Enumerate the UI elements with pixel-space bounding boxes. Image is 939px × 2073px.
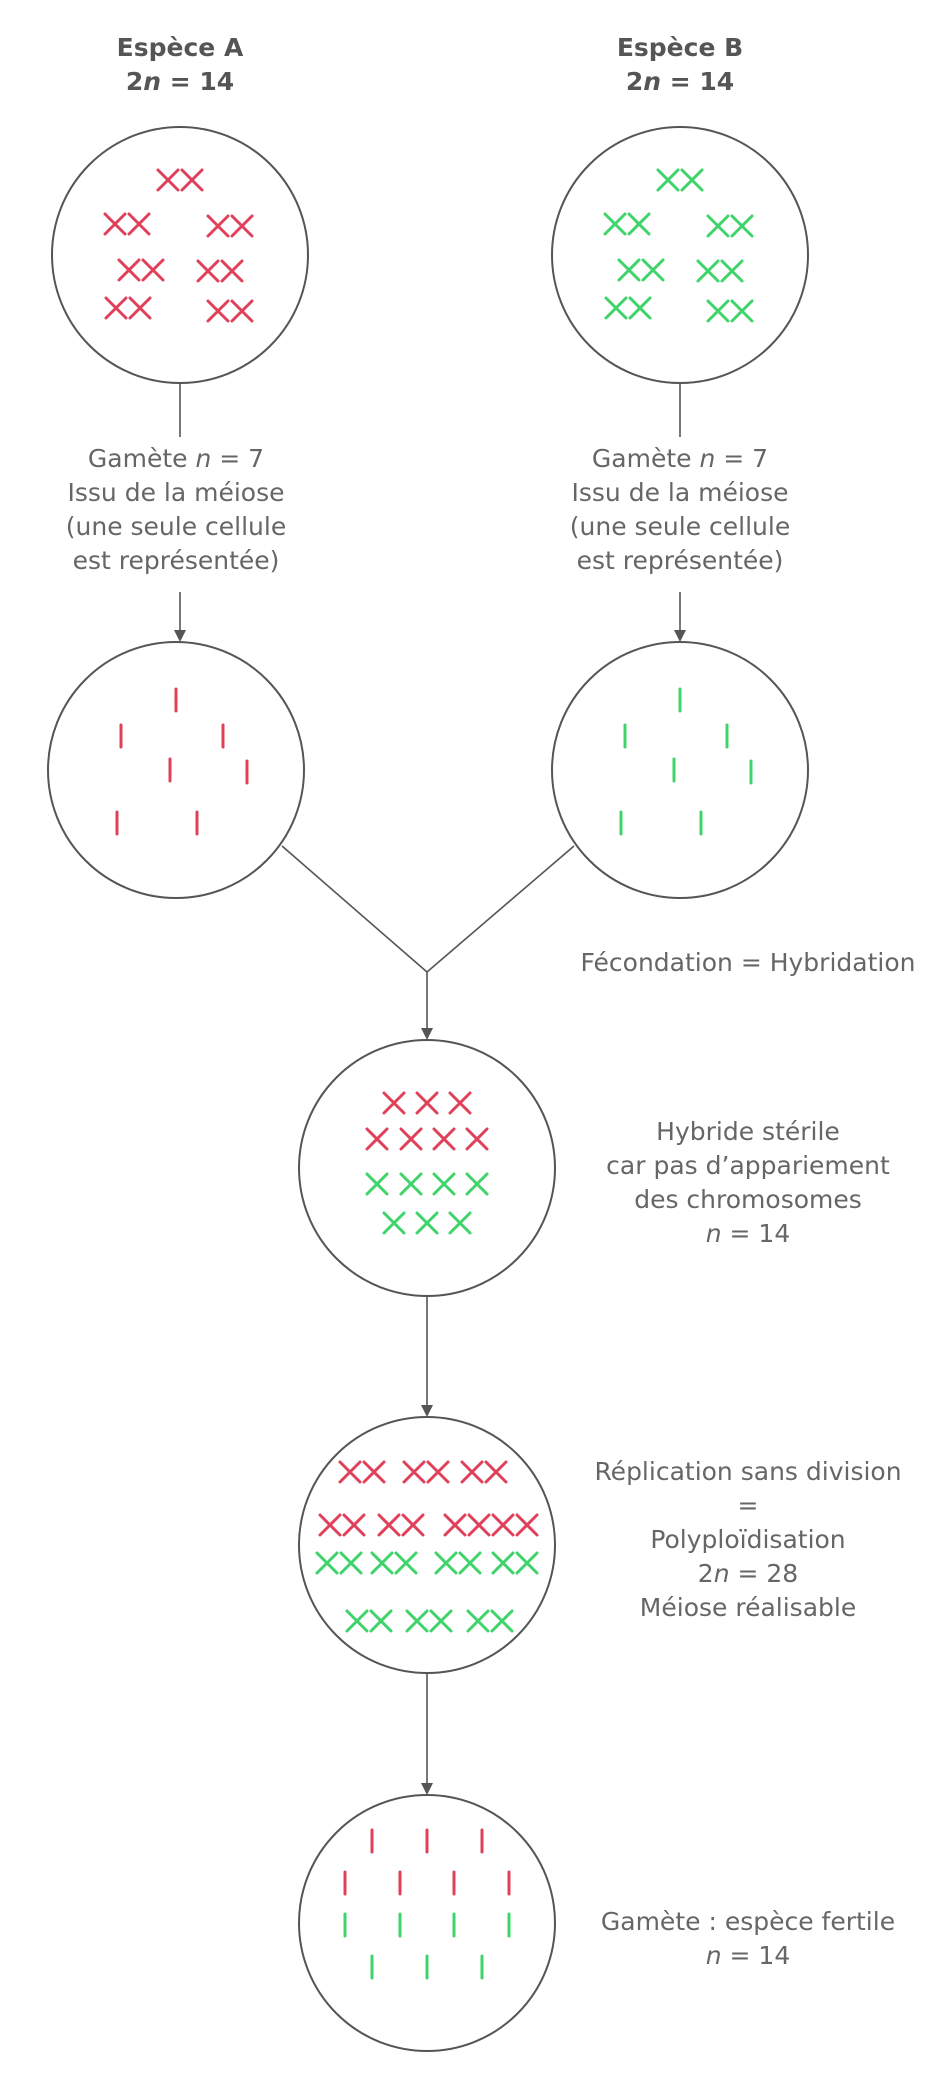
chromosome-pair [706, 299, 754, 323]
svg-text:(une seule cellule: (une seule cellule [570, 512, 790, 541]
chromosomes-species-a [103, 168, 254, 323]
chromosomes-polyploid [315, 1460, 539, 1633]
svg-text:n = 14: n = 14 [706, 1219, 791, 1248]
svg-text:2n = 28: 2n = 28 [698, 1559, 798, 1588]
chromosome-pair [377, 1513, 425, 1537]
chromosome-single [448, 1211, 472, 1235]
svg-text:Méiose réalisable: Méiose réalisable [640, 1593, 856, 1622]
hybride-label: Hybride stérile car pas d’appariement de… [606, 1117, 890, 1248]
svg-text:Gamète : espèce fertile: Gamète : espèce fertile [601, 1907, 895, 1936]
chromosome-pair [206, 299, 254, 323]
chromosome-pair [345, 1609, 393, 1633]
cell-gamete-b [551, 641, 809, 899]
chromosome-pair [434, 1551, 482, 1575]
svg-text:Issu de la méiose: Issu de la méiose [67, 478, 284, 507]
chromosome-pair [466, 1609, 514, 1633]
svg-text:Gamète n = 7: Gamète n = 7 [592, 444, 768, 473]
gamete-b-label: Gamète n = 7 Issu de la méiose (une seul… [570, 444, 790, 575]
chromosome-pair [443, 1513, 491, 1537]
chromosome-pair [405, 1609, 453, 1633]
chromosome-single [465, 1127, 489, 1151]
chromosome-pair [460, 1460, 508, 1484]
species-a-chromosome-count: 2n = 14 [126, 67, 234, 96]
chromosome-pair [370, 1551, 418, 1575]
chromosome-single [415, 1091, 439, 1115]
chromosome-single [399, 1127, 423, 1151]
chromosome-pair [656, 168, 704, 192]
chromosome-pair [206, 214, 254, 238]
chromosome-pair [491, 1551, 539, 1575]
chromosome-pair [402, 1460, 450, 1484]
chromosome-pair [603, 212, 651, 236]
chromosome-pair [696, 259, 744, 283]
species-b-heading: Espèce B 2n = 14 [617, 33, 743, 96]
svg-text:car pas d’appariement: car pas d’appariement [606, 1151, 890, 1180]
cell-species-a [51, 126, 309, 384]
svg-text:Réplication sans division: Réplication sans division [594, 1457, 901, 1486]
chromosomes-gamete-fertile [343, 1828, 511, 1980]
chromosomes-gamete-b [619, 687, 753, 836]
chromosome-pair [156, 168, 204, 192]
svg-text:Hybride stérile: Hybride stérile [656, 1117, 840, 1146]
gamete-fertile-label: Gamète : espèce fertile n = 14 [601, 1907, 895, 1970]
chromosomes-species-b [603, 168, 754, 323]
connector-gamete-a-merge [281, 845, 428, 973]
svg-text:est représentée): est représentée) [577, 546, 784, 575]
chromosome-pair [706, 214, 754, 238]
chromosome-pair [196, 259, 244, 283]
cell-gamete-a [47, 641, 305, 899]
connector-gamete-b-merge [426, 845, 575, 973]
chromosome-single [465, 1172, 489, 1196]
arrow-head-gamete-fertile [421, 1783, 433, 1795]
chromosome-single [399, 1172, 423, 1196]
cell-hybride [298, 1039, 556, 1297]
chromosome-single [365, 1127, 389, 1151]
fecondation-label: Fécondation = Hybridation [581, 948, 916, 977]
chromosomes-hybride [365, 1091, 489, 1235]
chromosome-single [432, 1127, 456, 1151]
chromosome-single [432, 1172, 456, 1196]
svg-text:Polyploïdisation: Polyploïdisation [650, 1525, 845, 1554]
chromosome-single [448, 1091, 472, 1115]
chromosome-pair [117, 258, 165, 282]
chromosome-pair [315, 1551, 363, 1575]
chromosome-pair [617, 258, 665, 282]
svg-text:Gamète n = 7: Gamète n = 7 [88, 444, 264, 473]
svg-text:Issu de la méiose: Issu de la méiose [571, 478, 788, 507]
chromosome-pair [338, 1460, 386, 1484]
chromosome-single [382, 1091, 406, 1115]
chromosome-single [365, 1172, 389, 1196]
species-b-chromosome-count: 2n = 14 [626, 67, 734, 96]
chromosomes-gamete-a [115, 687, 249, 836]
cell-polyploid [298, 1416, 556, 1674]
chromosome-pair [604, 296, 652, 320]
svg-text:est représentée): est représentée) [73, 546, 280, 575]
svg-text:(une seule cellule: (une seule cellule [66, 512, 286, 541]
svg-text:n = 14: n = 14 [706, 1941, 791, 1970]
species-b-title: Espèce B [617, 33, 743, 62]
chromosome-single [382, 1211, 406, 1235]
chromosome-single [415, 1211, 439, 1235]
arrow-head-a [174, 630, 186, 642]
cell-species-b [551, 126, 809, 384]
svg-text:=: = [738, 1491, 759, 1520]
arrow-head-hybride [421, 1028, 433, 1040]
chromosome-pair [104, 296, 152, 320]
chromosome-pair [318, 1513, 366, 1537]
species-a-heading: Espèce A 2n = 14 [117, 33, 244, 96]
replication-label: Réplication sans division = Polyploïdisa… [594, 1457, 901, 1622]
arrow-head-b [674, 630, 686, 642]
species-a-title: Espèce A [117, 33, 244, 62]
svg-text:des chromosomes: des chromosomes [634, 1185, 862, 1214]
chromosome-pair [103, 212, 151, 236]
chromosome-pair [491, 1513, 539, 1537]
gamete-a-label: Gamète n = 7 Issu de la méiose (une seul… [66, 444, 286, 575]
arrow-head-polyploid [421, 1405, 433, 1417]
